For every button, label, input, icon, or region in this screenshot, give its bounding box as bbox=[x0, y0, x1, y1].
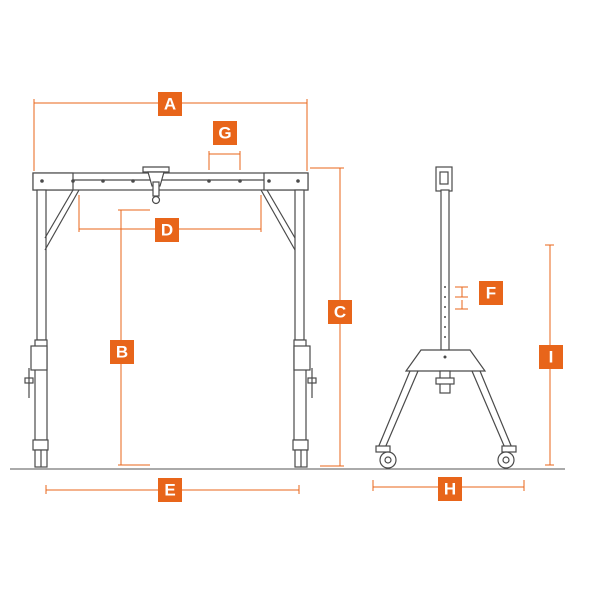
label-a: A bbox=[164, 95, 176, 114]
label-tag-i: I bbox=[539, 345, 563, 369]
label-tag-c: C bbox=[328, 300, 352, 324]
label-h: H bbox=[444, 480, 456, 499]
label-e: E bbox=[164, 481, 175, 500]
label-tag-b: B bbox=[110, 340, 134, 364]
label-c: C bbox=[334, 303, 346, 322]
dimension-b bbox=[118, 209, 150, 466]
label-tag-g: G bbox=[213, 121, 237, 145]
label-d: D bbox=[161, 221, 173, 240]
label-b: B bbox=[116, 343, 128, 362]
label-g: G bbox=[218, 124, 231, 143]
dimension-f bbox=[455, 286, 468, 310]
label-f: F bbox=[486, 284, 496, 303]
dimension-g bbox=[208, 151, 241, 170]
label-i: I bbox=[549, 348, 554, 367]
label-tag-h: H bbox=[438, 477, 462, 501]
label-tag-a: A bbox=[158, 92, 182, 116]
front-view-crane bbox=[24, 166, 317, 468]
label-tag-d: D bbox=[155, 218, 179, 242]
side-view-crane bbox=[375, 166, 517, 469]
label-tag-f: F bbox=[479, 281, 503, 305]
label-tag-e: E bbox=[158, 478, 182, 502]
